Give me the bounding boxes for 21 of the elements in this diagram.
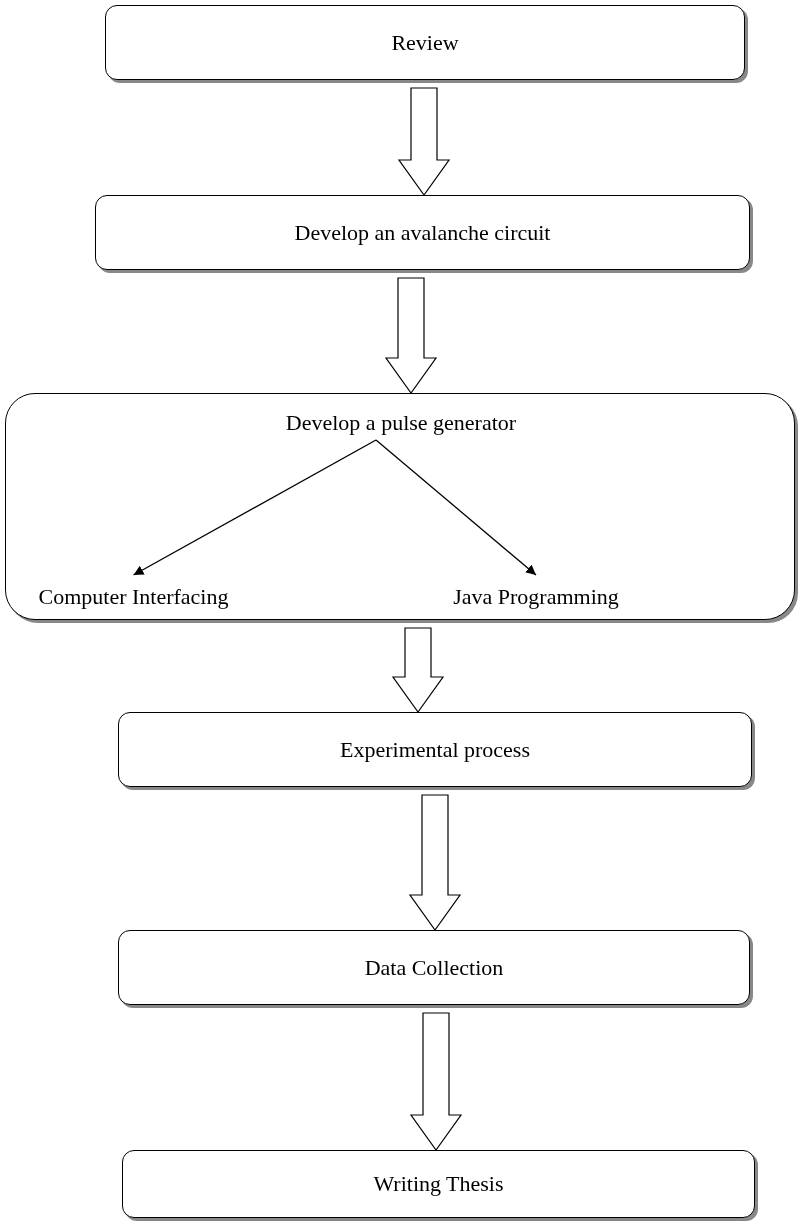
group-box — [5, 393, 795, 620]
process-box — [122, 1150, 755, 1218]
box-label: Review — [391, 29, 459, 56]
box-label: Experimental process — [340, 736, 530, 763]
box-label: Data Collection — [364, 954, 504, 981]
arrow — [375, 439, 537, 576]
box-label: Writing Thesis — [373, 1171, 504, 1197]
process-box — [95, 195, 750, 270]
process-box — [118, 712, 752, 787]
arrow — [391, 627, 445, 714]
step-label: Java Programming — [453, 584, 619, 610]
box-label: Develop an avalanche circuit — [294, 219, 551, 246]
arrow — [397, 87, 451, 197]
arrow — [408, 794, 462, 932]
step-label: Computer Interfacing — [38, 584, 229, 610]
process-box — [118, 930, 750, 1005]
arrow — [132, 439, 377, 576]
arrow — [409, 1012, 463, 1152]
process-box — [105, 5, 745, 80]
step-label: Develop a pulse generator — [285, 410, 517, 436]
arrow — [384, 277, 438, 395]
